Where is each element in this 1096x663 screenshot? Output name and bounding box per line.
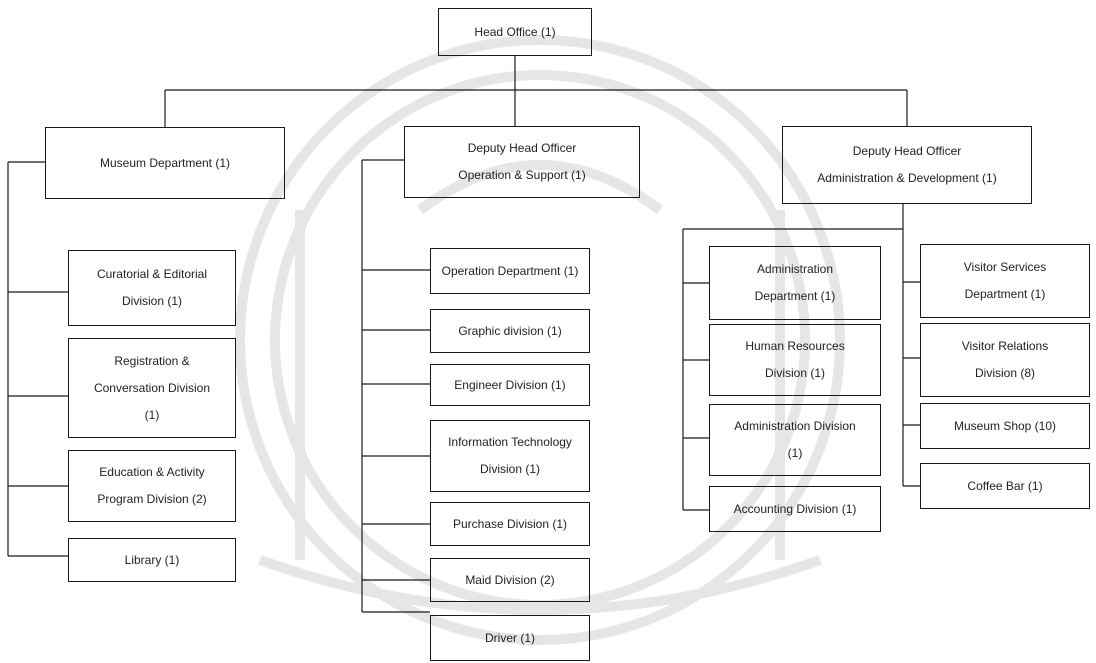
museum-department-box: Museum Department (1) xyxy=(45,127,285,199)
education-division-box: Education & Activity Program Division (2… xyxy=(68,450,236,522)
registration-line1: Registration & xyxy=(114,353,190,368)
education-line2: Program Division (2) xyxy=(97,492,207,506)
it-line1: Information Technology xyxy=(448,435,572,449)
graphic-division-label: Graphic division (1) xyxy=(458,323,562,338)
visitor-relations-box: Visitor Relations Division (8) xyxy=(920,323,1090,397)
driver-label: Driver (1) xyxy=(485,630,535,645)
library-label: Library (1) xyxy=(124,552,180,567)
operation-department-label: Operation Department (1) xyxy=(441,263,579,278)
hr-line2: Division (1) xyxy=(764,366,825,380)
library-box: Library (1) xyxy=(68,538,236,582)
registration-line3: (1) xyxy=(144,407,160,422)
deputy-admin-line1: Deputy Head Officer xyxy=(852,144,962,158)
museum-shop-box: Museum Shop (10) xyxy=(920,403,1090,449)
visitor-services-line2: Department (1) xyxy=(964,287,1046,301)
purchase-division-box: Purchase Division (1) xyxy=(430,502,590,546)
operation-department-box: Operation Department (1) xyxy=(430,248,590,294)
administration-div-line2: (1) xyxy=(787,446,803,460)
maid-division-label: Maid Division (2) xyxy=(465,572,555,587)
head-office-box: Head Office (1) xyxy=(438,8,592,56)
accounting-division-label: Accounting Division (1) xyxy=(733,501,857,516)
driver-box: Driver (1) xyxy=(430,615,590,661)
it-division-box: Information Technology Division (1) xyxy=(430,420,590,492)
curatorial-line1: Curatorial & Editorial xyxy=(96,267,208,281)
registration-line2: Conversation Division xyxy=(93,380,211,395)
administration-dept-line1: Administration xyxy=(756,262,834,276)
registration-division-box: Registration & Conversation Division (1) xyxy=(68,338,236,438)
graphic-division-box: Graphic division (1) xyxy=(430,309,590,353)
museum-shop-label: Museum Shop (10) xyxy=(953,418,1057,433)
curatorial-division-box: Curatorial & Editorial Division (1) xyxy=(68,250,236,326)
curatorial-line2: Division (1) xyxy=(121,294,182,308)
hr-line1: Human Resources xyxy=(745,339,845,353)
visitor-relations-line1: Visitor Relations xyxy=(961,339,1049,353)
deputy-admin-box: Deputy Head Officer Administration & Dev… xyxy=(782,126,1032,204)
head-office-label: Head Office (1) xyxy=(474,24,556,39)
museum-department-label: Museum Department (1) xyxy=(99,155,231,170)
purchase-division-label: Purchase Division (1) xyxy=(452,516,568,531)
deputy-admin-line2: Administration & Development (1) xyxy=(817,171,997,185)
maid-division-box: Maid Division (2) xyxy=(430,558,590,602)
administration-dept-line2: Department (1) xyxy=(754,289,836,303)
coffee-bar-label: Coffee Bar (1) xyxy=(967,478,1043,493)
visitor-relations-line2: Division (8) xyxy=(974,366,1035,380)
administration-div-line1: Administration Division xyxy=(734,419,856,433)
education-line1: Education & Activity xyxy=(99,465,205,479)
human-resources-box: Human Resources Division (1) xyxy=(709,324,881,396)
administration-division-box: Administration Division (1) xyxy=(709,404,881,476)
visitor-services-line1: Visitor Services xyxy=(963,260,1047,274)
accounting-division-box: Accounting Division (1) xyxy=(709,486,881,532)
engineer-division-box: Engineer Division (1) xyxy=(430,364,590,406)
visitor-services-box: Visitor Services Department (1) xyxy=(920,244,1090,318)
it-line2: Division (1) xyxy=(479,462,540,476)
coffee-bar-box: Coffee Bar (1) xyxy=(920,463,1090,509)
engineer-division-label: Engineer Division (1) xyxy=(454,377,566,392)
deputy-ops-line2: Operation & Support (1) xyxy=(458,168,586,182)
deputy-ops-box: Deputy Head Officer Operation & Support … xyxy=(404,126,640,198)
administration-department-box: Administration Department (1) xyxy=(709,246,881,320)
deputy-ops-line1: Deputy Head Officer xyxy=(467,141,577,155)
